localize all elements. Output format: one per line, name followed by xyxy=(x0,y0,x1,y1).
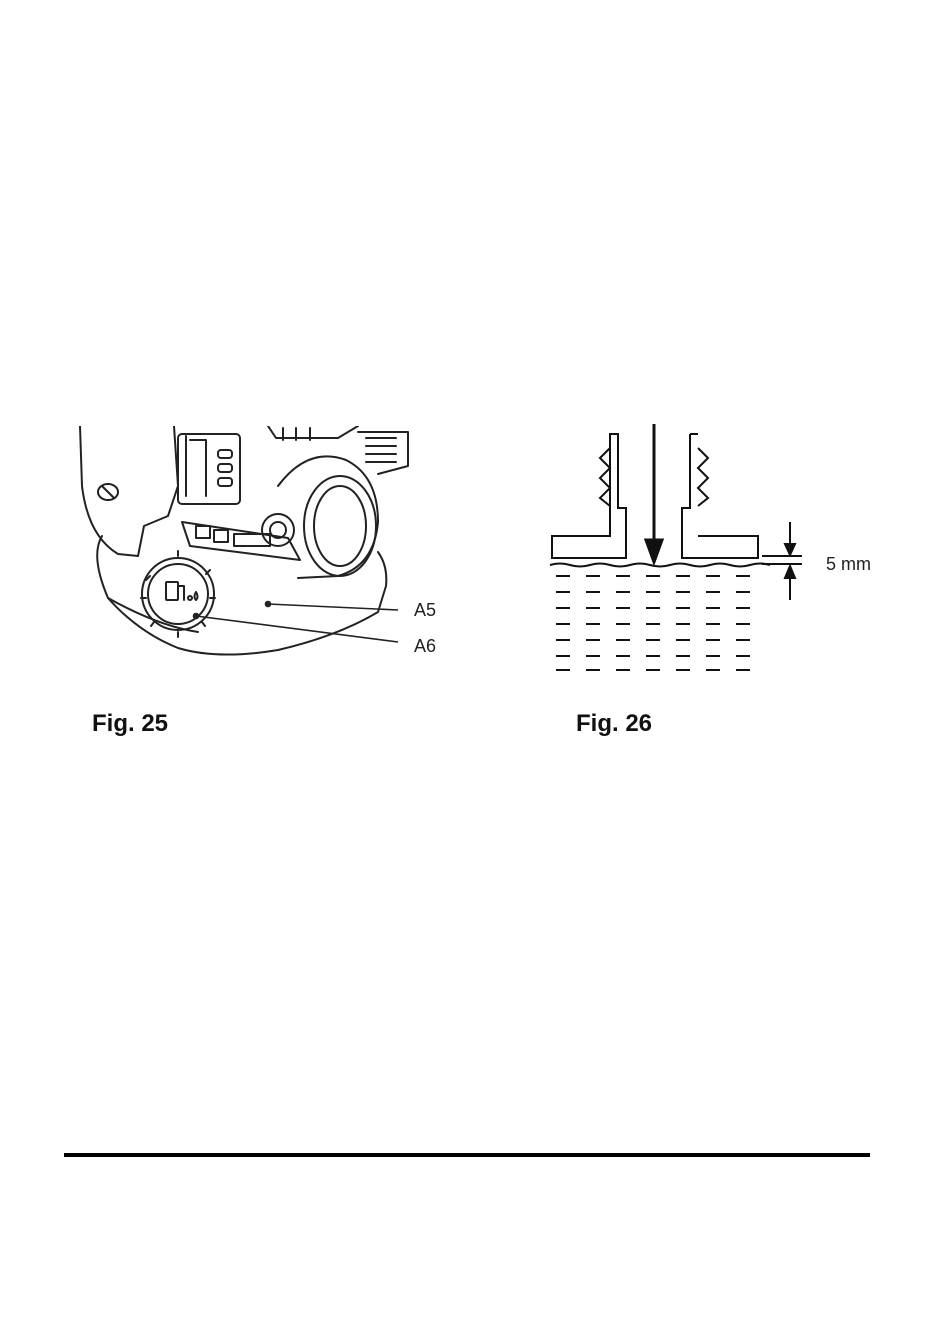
figure-26-caption: Fig. 26 xyxy=(576,710,652,738)
callout-a5: A5 xyxy=(414,600,436,620)
page-footer-rule xyxy=(64,1153,870,1157)
figure-25-caption: Fig. 25 xyxy=(92,710,168,738)
dimension-label: 5 mm xyxy=(826,554,871,574)
callout-a6: A6 xyxy=(414,636,436,656)
fuel-level-diagram: 5 mm xyxy=(540,420,895,680)
fuel-tank-illustration: A5 A6 xyxy=(78,426,478,686)
